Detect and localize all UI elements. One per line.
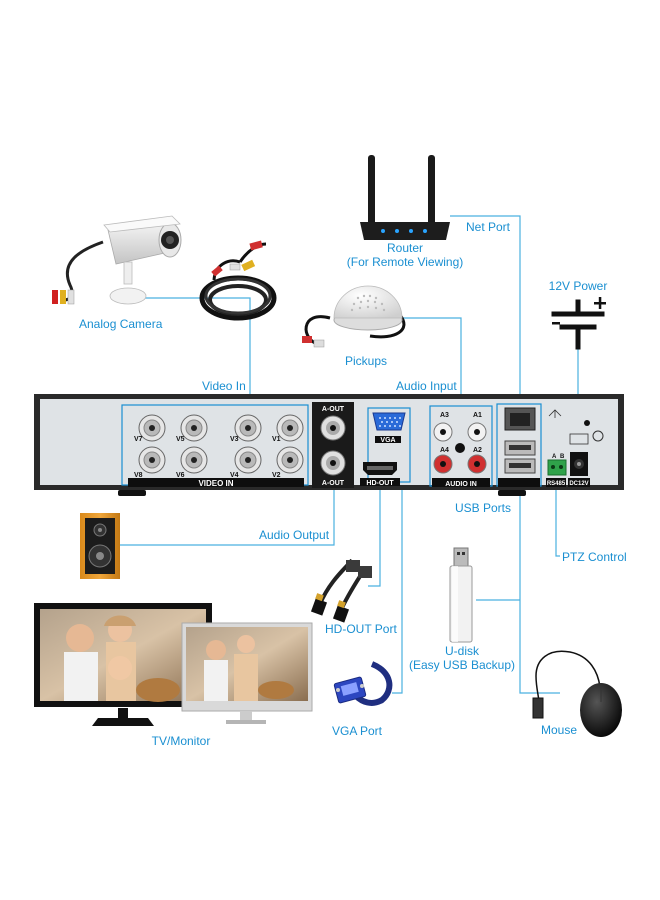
udisk-sub-label: (Easy USB Backup) <box>408 658 516 672</box>
audio-in-panel-label: AUDIO IN <box>445 481 477 488</box>
channel-v5-label: V5 <box>176 436 185 443</box>
bnc-port <box>276 446 304 474</box>
hdmi-cable-icon <box>310 558 372 623</box>
vga-line <box>392 440 403 694</box>
ptz-control-label: PTZ Control <box>562 550 627 564</box>
vga-panel-label: VGA <box>380 437 395 444</box>
a3-label: A3 <box>440 412 449 419</box>
a2-label: A2 <box>473 447 482 454</box>
aout-bottom-panel-label: A-OUT <box>322 480 345 487</box>
tv-monitor-label: TV/Monitor <box>151 734 211 748</box>
mouse-label: Mouse <box>541 723 578 737</box>
monitor-small-icon <box>181 622 313 724</box>
speaker-icon <box>80 513 120 579</box>
bnc-port <box>138 414 166 442</box>
hdmi-connector <box>363 462 397 475</box>
channel-v1-label: V1 <box>272 436 281 443</box>
analog-camera-icon <box>52 215 182 305</box>
hdout-port-label: HD-OUT Port <box>325 622 397 636</box>
rs485-b-label: B <box>560 454 565 460</box>
udisk-label: U-disk <box>444 644 480 658</box>
router-icon <box>360 155 450 240</box>
vga-port-label: VGA Port <box>331 724 383 738</box>
aout-rca-connectors <box>320 415 346 476</box>
pickups-label: Pickups <box>344 354 388 368</box>
rs485-a-label: A <box>552 454 557 460</box>
ptz-line <box>555 490 560 557</box>
power-label: 12V Power <box>548 279 608 293</box>
net-usb-connectors <box>504 407 536 474</box>
usb-ports-label: USB Ports <box>455 501 512 515</box>
usb-flash-drive-icon <box>449 547 473 643</box>
pickup-mic-icon <box>302 285 406 348</box>
rs485-panel-label: RS485 <box>547 481 566 487</box>
audio-out-line <box>120 484 335 546</box>
router-label: Router <box>386 241 424 255</box>
channel-v4-label: V4 <box>230 472 239 479</box>
bnc-port <box>234 414 262 442</box>
bnc-port <box>138 446 166 474</box>
analog-camera-label: Analog Camera <box>79 317 163 331</box>
mouse-icon <box>532 650 622 737</box>
bnc-port <box>180 414 208 442</box>
channel-v3-label: V3 <box>230 436 239 443</box>
channel-v6-label: V6 <box>176 472 185 479</box>
aout-top-panel-label: A-OUT <box>322 406 345 413</box>
rs485-dc-connectors <box>547 409 604 476</box>
audio-output-label: Audio Output <box>259 528 330 542</box>
router-line <box>450 215 521 404</box>
channel-v8-label: V8 <box>134 472 143 479</box>
bnc-connectors <box>138 414 304 474</box>
hdout-panel-label: HD-OUT <box>366 480 394 487</box>
hdout-line <box>368 484 381 587</box>
vga-cable-icon <box>333 661 393 706</box>
bnc-port <box>276 414 304 442</box>
camera-line <box>143 297 251 404</box>
audio-input-label: Audio Input <box>396 379 457 393</box>
a1-label: A1 <box>473 412 482 419</box>
video-in-label: Video In <box>202 379 246 393</box>
audio-in-rca-connectors <box>433 422 487 474</box>
channel-v2-label: V2 <box>272 472 281 479</box>
vga-connector <box>372 412 406 431</box>
dc12v-panel-label: DC12V <box>569 481 588 487</box>
a4-label: A4 <box>440 447 449 454</box>
bnc-cable-icon <box>199 240 277 321</box>
router-sub-label: (For Remote Viewing) <box>346 255 464 269</box>
power-symbol-icon <box>551 297 606 350</box>
bnc-port <box>180 446 208 474</box>
net-port-label: Net Port <box>466 220 511 234</box>
channel-v7-label: V7 <box>134 436 143 443</box>
monitor-large-icon <box>34 603 212 726</box>
bnc-port <box>234 446 262 474</box>
video-in-panel-label: VIDEO IN <box>198 479 233 488</box>
mouse-line <box>519 488 560 694</box>
